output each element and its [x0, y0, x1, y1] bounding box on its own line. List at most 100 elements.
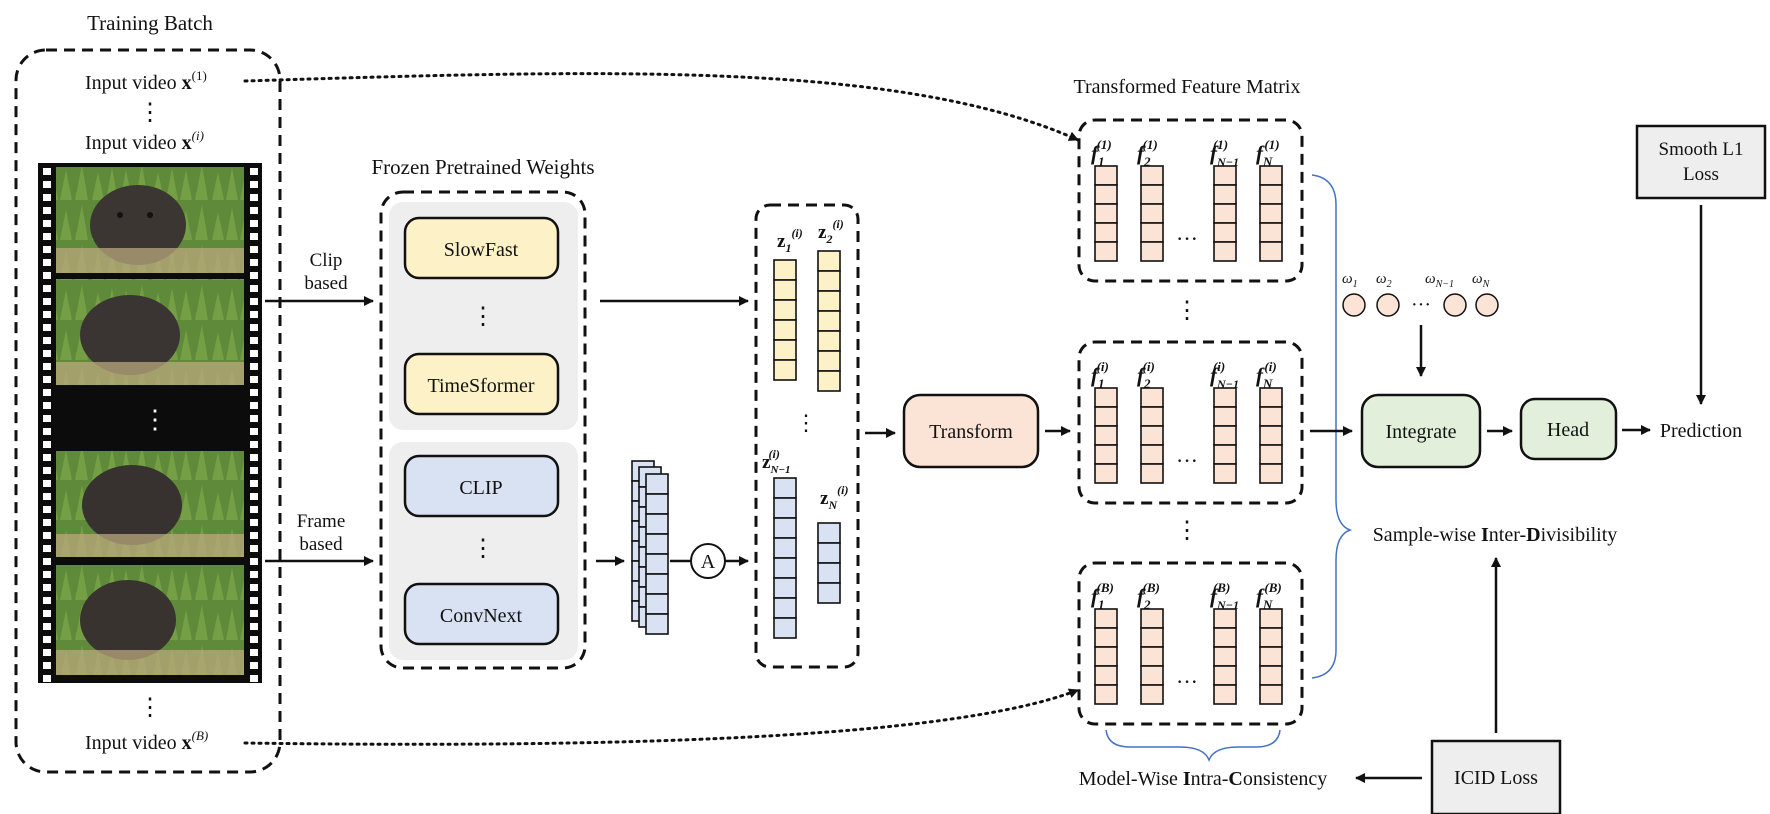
feature-cell: [1140, 444, 1164, 465]
film-sprocket-hole: [250, 376, 258, 383]
film-sprocket-hole: [43, 610, 51, 617]
feature-cell: [1259, 406, 1283, 427]
feature-cell: [1094, 684, 1118, 705]
film-sprocket-hole: [43, 428, 51, 435]
feature-cell: [1259, 241, 1283, 262]
feature-cell: [1094, 665, 1118, 686]
film-sprocket-hole: [250, 194, 258, 201]
clip-based-label-1: Clip: [310, 250, 343, 271]
film-sprocket-hole: [43, 363, 51, 370]
f-column-label: f1(B): [1091, 580, 1114, 612]
feature-cell: [773, 497, 797, 519]
feature-cell: [1140, 627, 1164, 648]
feature-cell: [1213, 684, 1237, 705]
film-sprocket-hole: [250, 272, 258, 279]
feature-cell: [817, 562, 841, 584]
z1-feature-column: [773, 259, 797, 381]
feature-cell: [817, 270, 841, 292]
feature-cell: [1259, 444, 1283, 465]
feature-matrix-column: [1094, 387, 1118, 484]
frame-models-ellipsis: ⋮: [471, 536, 495, 562]
convnext-model-box: [403, 582, 560, 646]
omega-N-label: ωN: [1472, 271, 1491, 290]
feature-cell: [773, 319, 797, 341]
feature-cell: [817, 310, 841, 332]
feature-cell: [1259, 184, 1283, 205]
feature-cell: [645, 513, 669, 535]
input-video-i-label: Input video x(i): [85, 128, 204, 154]
f-column-label: fN−1(i): [1210, 359, 1239, 391]
z1-label: z1(i): [777, 226, 803, 255]
feature-cell: [773, 259, 797, 281]
f-column-label: f1(i): [1091, 359, 1109, 391]
feature-cell: [1213, 406, 1237, 427]
feature-cell: [1140, 684, 1164, 705]
frozen-weights-box: [379, 190, 587, 670]
integrate-box: [1360, 393, 1482, 469]
transform-box: [902, 393, 1040, 469]
film-sprocket-hole: [43, 324, 51, 331]
film-sprocket-hole: [43, 623, 51, 630]
batch-vertical-ellipsis-bottom: ⋮: [138, 695, 162, 721]
feature-cell: [1094, 406, 1118, 427]
feature-cell: [1094, 222, 1118, 243]
feature-cell: [817, 250, 841, 272]
feature-cell: [1140, 425, 1164, 446]
feature-matrix-column: [1140, 608, 1164, 705]
matrix-column-ellipsis: ···: [1176, 448, 1198, 473]
feature-cell: [773, 617, 797, 639]
film-sprocket-hole: [250, 428, 258, 435]
film-sprocket-hole: [250, 662, 258, 669]
feature-matrix-column: [1213, 165, 1237, 262]
z2-label: z2(i): [818, 217, 844, 246]
feature-cell: [1259, 665, 1283, 686]
feature-matrix-1: f1(1)f2(1)fN−1(1)fN(1)···: [1077, 118, 1304, 283]
film-sprocket-hole: [250, 545, 258, 552]
film-sprocket-hole: [43, 181, 51, 188]
feature-cell: [817, 522, 841, 544]
film-sprocket-hole: [43, 389, 51, 396]
feature-cell: [1140, 222, 1164, 243]
feature-cell: [773, 597, 797, 619]
feature-cell: [773, 537, 797, 559]
feature-cell: [817, 370, 841, 392]
model-wise-brace: [1105, 729, 1281, 763]
film-sprocket-hole: [250, 532, 258, 539]
feature-cell: [645, 553, 669, 575]
film-sprocket-hole: [250, 168, 258, 175]
feature-cell: [1213, 184, 1237, 205]
film-sprocket-hole: [250, 233, 258, 240]
zN-feature-column: [817, 522, 841, 604]
feature-cell: [1213, 627, 1237, 648]
matrix-title: Transformed Feature Matrix: [1074, 76, 1301, 98]
feature-cell: [817, 290, 841, 312]
feature-cell: [1213, 222, 1237, 243]
film-vertical-ellipsis: ⋮: [142, 405, 168, 434]
film-sprocket-hole: [43, 662, 51, 669]
film-sprocket-hole: [250, 285, 258, 292]
film-sprocket-hole: [43, 454, 51, 461]
transformed-feature-matrices: f1(1)f2(1)fN−1(1)fN(1)···f1(i)f2(i)fN−1(…: [1077, 118, 1304, 726]
frame-feature-layer-3: [645, 473, 669, 635]
film-sprocket-hole: [43, 402, 51, 409]
convnext-label: ConvNext: [440, 605, 523, 627]
omega-N1-node: [1443, 293, 1467, 317]
film-sprocket-hole: [250, 350, 258, 357]
f-column-label: fN(1): [1256, 137, 1280, 169]
film-sprocket-hole: [43, 532, 51, 539]
film-sprocket-hole: [43, 597, 51, 604]
timesformer-label: TimeSformer: [427, 375, 534, 397]
film-sprocket-hole: [43, 506, 51, 513]
film-sprocket-hole: [43, 558, 51, 565]
feature-cell: [1259, 222, 1283, 243]
omega-1-label: ω1: [1342, 271, 1358, 290]
clip-model-box: [403, 454, 560, 518]
dotted-arrow-video1-to-matrix: [243, 72, 1080, 142]
film-sprocket-hole: [43, 519, 51, 526]
feature-cell: [1259, 684, 1283, 705]
feature-matrix-column: [1094, 165, 1118, 262]
feature-cell: [1259, 646, 1283, 667]
feature-cell: [817, 582, 841, 604]
matrix-column-ellipsis: ···: [1176, 669, 1198, 694]
